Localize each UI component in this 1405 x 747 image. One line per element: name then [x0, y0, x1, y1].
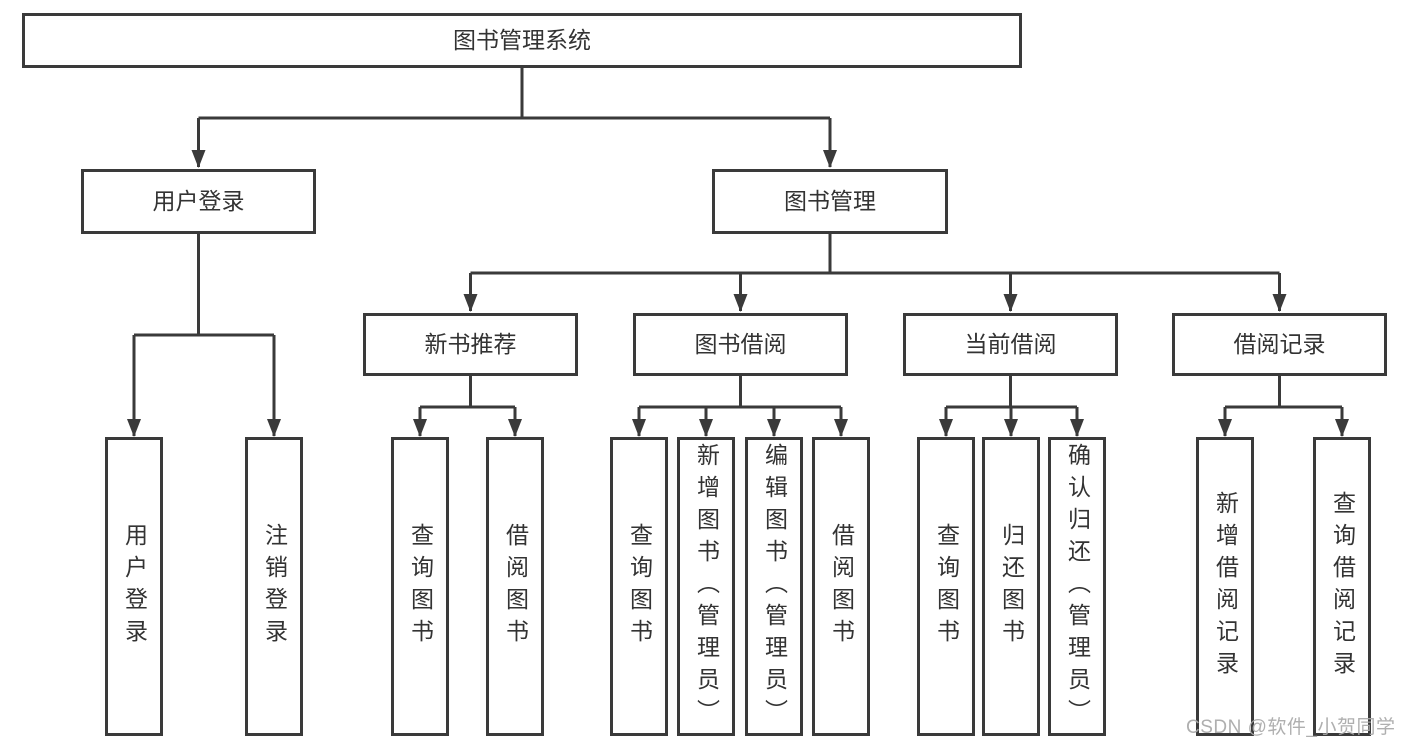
leaf-return-books: 归还图书 — [982, 437, 1040, 736]
leaf-add-borrow-record-label: 新增借阅记录 — [1212, 490, 1239, 683]
node-new-book-recommend-label: 新书推荐 — [424, 331, 517, 357]
leaf-add-book-admin: 新增图书（管理员） — [677, 437, 735, 736]
node-new-book-recommend: 新书推荐 — [363, 313, 578, 376]
leaf-recommend-query-books: 查询图书 — [391, 437, 449, 736]
leaf-add-book-admin-label: 新增图书（管理员） — [693, 442, 720, 731]
node-current-borrow-label: 当前借阅 — [964, 331, 1057, 357]
leaf-recommend-borrow-books-label: 借阅图书 — [502, 522, 529, 651]
leaf-recommend-borrow-books: 借阅图书 — [486, 437, 544, 736]
leaf-borrow-books: 借阅图书 — [812, 437, 870, 736]
leaf-current-query-books-label: 查询图书 — [933, 522, 960, 651]
leaf-edit-book-admin-label: 编辑图书（管理员） — [761, 442, 788, 731]
leaf-logout: 注销登录 — [245, 437, 303, 736]
leaf-logout-label: 注销登录 — [261, 522, 288, 651]
node-book-borrow-label: 图书借阅 — [694, 331, 787, 357]
csdn-watermark: CSDN @软件_小贺同学 — [1186, 717, 1396, 738]
node-book-management: 图书管理 — [712, 169, 948, 234]
leaf-return-books-label: 归还图书 — [998, 522, 1025, 651]
node-borrow-record: 借阅记录 — [1172, 313, 1387, 376]
leaf-query-borrow-record-label: 查询借阅记录 — [1329, 490, 1356, 683]
node-borrow-record-label: 借阅记录 — [1233, 331, 1326, 357]
leaf-recommend-query-books-label: 查询图书 — [407, 522, 434, 651]
leaf-user-login-label: 用户登录 — [121, 522, 148, 651]
leaf-query-borrow-record: 查询借阅记录 — [1313, 437, 1371, 736]
node-current-borrow: 当前借阅 — [903, 313, 1118, 376]
leaf-confirm-return-admin: 确认归还（管理员） — [1048, 437, 1106, 736]
node-root-system: 图书管理系统 — [22, 13, 1022, 68]
leaf-user-login: 用户登录 — [105, 437, 163, 736]
leaf-current-query-books: 查询图书 — [917, 437, 975, 736]
node-book-management-label: 图书管理 — [784, 188, 876, 214]
leaf-add-borrow-record: 新增借阅记录 — [1196, 437, 1254, 736]
leaf-edit-book-admin: 编辑图书（管理员） — [745, 437, 803, 736]
leaf-borrow-query-books: 查询图书 — [610, 437, 668, 736]
leaf-borrow-query-books-label: 查询图书 — [626, 522, 653, 651]
leaf-confirm-return-admin-label: 确认归还（管理员） — [1064, 442, 1091, 731]
node-user-login: 用户登录 — [81, 169, 316, 234]
node-book-borrow: 图书借阅 — [633, 313, 848, 376]
node-root-system-label: 图书管理系统 — [453, 27, 591, 53]
leaf-borrow-books-label: 借阅图书 — [828, 522, 855, 651]
node-user-login-label: 用户登录 — [152, 188, 245, 214]
